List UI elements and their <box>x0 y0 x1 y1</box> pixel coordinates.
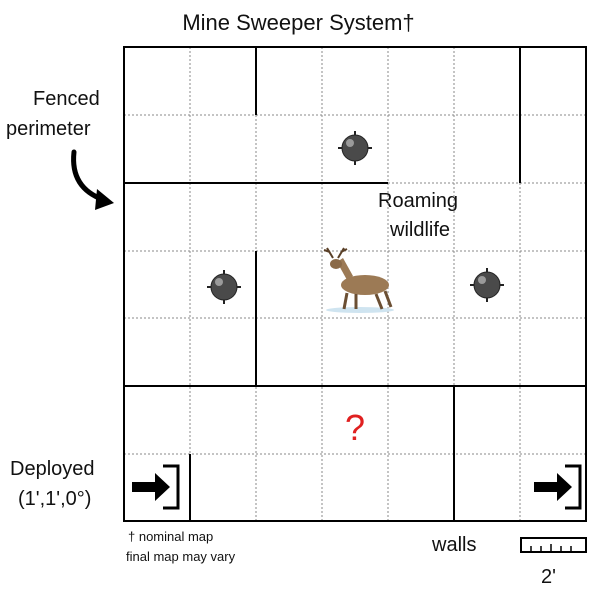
interior-walls <box>124 47 586 521</box>
footnote-line1: † nominal map <box>128 529 214 544</box>
curved-arrow-icon <box>71 149 114 210</box>
mine-icon <box>338 131 372 165</box>
mine-icon <box>207 270 241 304</box>
deployed-label-line1: Deployed <box>10 458 95 480</box>
page-title: Mine Sweeper System† <box>182 10 415 35</box>
mine-icon <box>470 268 504 302</box>
unknown-marker: ? <box>345 407 365 448</box>
wall-scale-bar-icon <box>520 537 587 553</box>
outer-perimeter <box>123 46 587 522</box>
fence-label-line2: perimeter <box>6 118 91 140</box>
arrow-into-wall-icon <box>132 464 180 510</box>
walls-label: walls <box>432 534 477 556</box>
deer-icon <box>323 247 394 313</box>
deployed-label-line2: (1',1',0°) <box>18 488 92 510</box>
wildlife-label-line2: wildlife <box>390 219 451 241</box>
footnote-line2: final map may vary <box>126 549 236 564</box>
fence-label-line1: Fenced <box>33 88 100 110</box>
arrow-into-wall-icon <box>534 464 582 510</box>
wildlife-label-line1: Roaming <box>378 190 459 212</box>
scale-label: 2' <box>541 566 556 588</box>
